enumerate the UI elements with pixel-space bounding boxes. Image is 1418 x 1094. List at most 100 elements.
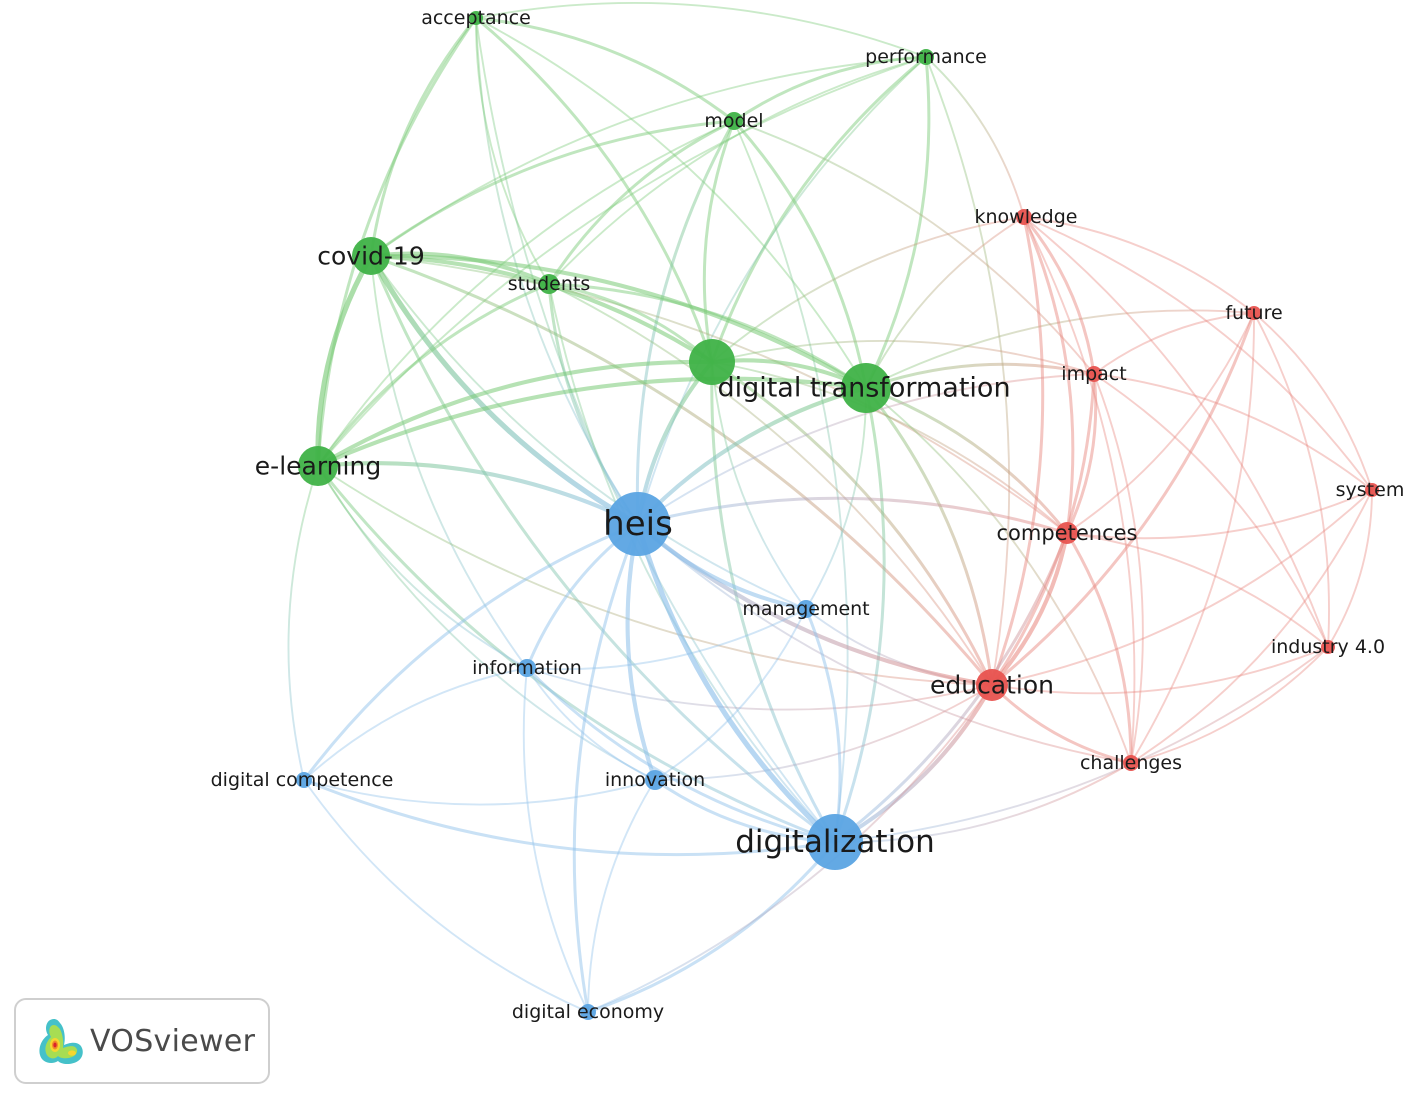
edge-heis-innovation xyxy=(625,521,658,783)
node-challenges[interactable] xyxy=(1123,755,1139,771)
edge-model-digitalization xyxy=(733,120,849,843)
node-covid19[interactable] xyxy=(352,237,390,275)
edge-students-elearning xyxy=(316,282,551,468)
edge-students-heis xyxy=(547,282,640,526)
edge-dt_node-competences xyxy=(711,361,1068,534)
edge-system-challenges xyxy=(1130,489,1373,764)
edge-system-competences xyxy=(1066,489,1373,540)
edge-dt_node-impact xyxy=(711,339,1095,375)
vosviewer-logo-icon xyxy=(39,1019,83,1064)
edge-dt_node-elearning xyxy=(315,359,715,469)
node-management[interactable] xyxy=(797,600,815,618)
edge-management-innovation xyxy=(654,608,807,781)
edge-knowledge-industry40 xyxy=(1023,216,1329,648)
edge-model-impact xyxy=(733,120,1095,375)
edge-future-industry40 xyxy=(1253,312,1330,648)
edge-industry40-digitalization xyxy=(834,646,1329,843)
node-competences[interactable] xyxy=(1056,522,1078,544)
node-digital_competence[interactable] xyxy=(296,772,312,788)
edge-information-digital_competence xyxy=(303,667,528,781)
node-impact[interactable] xyxy=(1086,366,1102,382)
edge-covid19-competences xyxy=(370,255,1068,534)
edge-digital_transformation-education xyxy=(864,386,994,687)
edge-acceptance-covid19 xyxy=(369,16,478,258)
node-label-impact: impact xyxy=(1061,363,1126,385)
node-knowledge[interactable] xyxy=(1016,209,1032,225)
edge-elearning-education xyxy=(317,465,993,686)
edge-innovation-digital_economy xyxy=(587,779,656,1013)
edge-competences-industry40 xyxy=(1066,532,1329,648)
node-industry40[interactable] xyxy=(1321,640,1335,654)
edge-heis-digital_economy xyxy=(572,522,640,1014)
vosviewer-badge-text: VOSviewer xyxy=(90,1023,256,1059)
edge-information-digitalization xyxy=(525,666,837,844)
edge-future-impact xyxy=(1093,312,1255,375)
node-education[interactable] xyxy=(976,669,1008,701)
node-label-acceptance: acceptance xyxy=(421,7,531,29)
node-digital_economy[interactable] xyxy=(580,1004,596,1020)
edge-covid19-information xyxy=(370,255,528,669)
edge-competences-challenges xyxy=(1065,531,1133,765)
edge-knowledge-system xyxy=(1023,216,1373,491)
edge-acceptance-digital_transformation xyxy=(475,17,867,389)
edge-competences-digitalization xyxy=(833,531,1069,844)
node-performance[interactable] xyxy=(918,49,934,65)
edge-impact-heis xyxy=(637,373,1095,525)
edge-acceptance-digitalization xyxy=(475,17,836,843)
edge-digital_economy-education xyxy=(587,684,993,1013)
edge-challenges-digitalization xyxy=(834,762,1132,843)
node-label-covid19: covid-19 xyxy=(317,242,424,271)
edge-management-digitalization xyxy=(804,607,842,844)
node-elearning[interactable] xyxy=(298,446,338,486)
edge-digital_competence-digitalization xyxy=(302,778,837,857)
labels-layer: acceptanceperformancemodelcovid-19studen… xyxy=(211,7,1405,1023)
node-label-digital_competence: digital competence xyxy=(211,769,394,791)
node-label-knowledge: knowledge xyxy=(975,206,1078,228)
edge-education-innovation xyxy=(654,684,993,781)
edge-performance-heis xyxy=(637,56,927,525)
node-model[interactable] xyxy=(725,112,743,130)
edge-future-competences xyxy=(1066,312,1255,534)
edge-elearning-innovation xyxy=(317,465,656,781)
edge-dt_node-education xyxy=(710,360,994,687)
edge-elearning-heis xyxy=(315,461,641,527)
edge-performance-education xyxy=(925,56,1011,686)
node-innovation[interactable] xyxy=(645,770,665,790)
edge-challenges-heis xyxy=(637,523,1132,764)
node-label-students: students xyxy=(508,273,591,295)
edge-digitalization-digital_economy xyxy=(586,840,837,1014)
edge-digital_transformation-heis xyxy=(635,385,869,527)
edge-knowledge-impact xyxy=(1022,215,1096,376)
edge-dt_node-knowledge xyxy=(711,216,1025,363)
edge-knowledge-education xyxy=(990,215,1045,687)
node-label-digital_economy: digital economy xyxy=(512,1001,664,1023)
node-label-information: information xyxy=(472,657,582,679)
edge-digital_transformation-knowledge xyxy=(865,216,1025,389)
node-dt_node[interactable] xyxy=(689,339,735,385)
edge-digital_transformation-future xyxy=(865,309,1255,389)
edge-digital_competence-innovation xyxy=(303,779,656,806)
node-system[interactable] xyxy=(1365,483,1379,497)
node-students[interactable] xyxy=(539,274,559,294)
node-heis[interactable] xyxy=(606,492,670,556)
edge-digital_transformation-elearning xyxy=(315,376,869,469)
node-label-model: model xyxy=(704,110,763,132)
edge-knowledge-challenges xyxy=(1023,216,1136,764)
node-future[interactable] xyxy=(1247,306,1261,320)
node-digitalization[interactable] xyxy=(807,814,863,870)
node-label-competences: competences xyxy=(997,521,1138,545)
edge-digital_transformation-management xyxy=(805,387,867,610)
edge-performance-dt_node xyxy=(710,55,928,364)
edge-acceptance-students xyxy=(475,17,550,285)
edge-management-information xyxy=(526,608,807,671)
edge-future-education xyxy=(990,311,1256,687)
edge-impact-competences xyxy=(1065,372,1098,535)
edge-competences-education xyxy=(989,530,1070,688)
edge-students-digital_transformation xyxy=(547,282,868,390)
edge-knowledge-future xyxy=(1023,216,1255,314)
node-acceptance[interactable] xyxy=(469,11,483,25)
node-information[interactable] xyxy=(518,659,536,677)
node-digital_transformation[interactable] xyxy=(841,363,891,413)
edge-system-education xyxy=(991,489,1373,686)
node-label-elearning: e-learning xyxy=(255,452,381,481)
